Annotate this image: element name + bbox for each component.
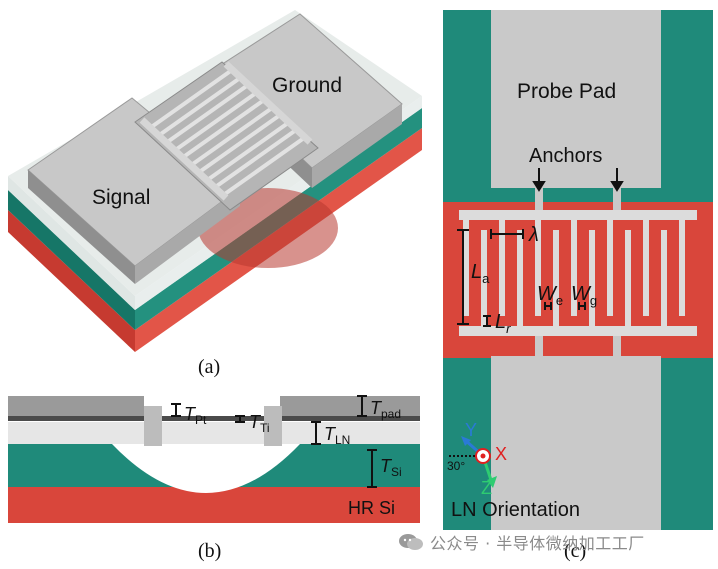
anchors-label: Anchors bbox=[529, 145, 602, 167]
substrate-red-front bbox=[8, 210, 135, 352]
idt-fingers-top-view bbox=[463, 220, 685, 326]
idt-bus-bars bbox=[139, 61, 313, 201]
watermark: 公众号 · 半导体微纳加工工厂 bbox=[398, 528, 645, 556]
axis-z-label: Z bbox=[481, 478, 492, 498]
metal-line bbox=[8, 416, 420, 421]
resonator-membrane bbox=[134, 61, 319, 211]
anchor-arrows bbox=[532, 168, 624, 192]
anchor-right-top bbox=[613, 188, 621, 210]
wechat-icon bbox=[399, 534, 423, 550]
ln-axes bbox=[449, 436, 497, 488]
panel-c-caption: (c) bbox=[564, 540, 587, 562]
panel-b-cross-section: TPt TTi Tpad TLN TSi HR Si bbox=[8, 395, 420, 523]
wg-label: Wg bbox=[571, 283, 597, 308]
panel-a-caption: (a) bbox=[198, 356, 221, 378]
oxide-front bbox=[8, 176, 135, 310]
probe-pad-label: Probe Pad bbox=[517, 80, 616, 103]
cavity bbox=[112, 444, 300, 493]
hr-si-label: HR Si bbox=[348, 498, 395, 518]
signal-pad-side bbox=[135, 188, 240, 284]
t-si-label: TSi bbox=[380, 456, 402, 479]
probe-pad-top bbox=[491, 10, 661, 188]
panel-a-3d-device: Signal Ground bbox=[8, 10, 422, 352]
anchor-left-bottom bbox=[535, 336, 543, 358]
watermark-text: 公众号 · 半导体微纳加工工厂 bbox=[430, 534, 645, 553]
bus-bar-bottom bbox=[459, 326, 697, 336]
ground-label: Ground bbox=[272, 74, 342, 97]
panel-c-top-view: Probe Pad Anchors λ La Lr We Wg Y X Z 30… bbox=[443, 10, 713, 530]
la-label: La bbox=[471, 261, 490, 286]
ground-pad-side bbox=[312, 104, 402, 188]
axis-y-label: Y bbox=[465, 420, 477, 440]
anchor-left-top bbox=[535, 188, 543, 210]
signal-label: Signal bbox=[92, 186, 150, 209]
t-pt-label: TPt bbox=[184, 404, 207, 427]
t-ln-label: TLN bbox=[324, 424, 350, 447]
ti-left bbox=[144, 406, 162, 446]
axis-x-label: X bbox=[495, 444, 507, 464]
lr-label: Lr bbox=[495, 311, 511, 336]
lambda-label: λ bbox=[528, 224, 539, 246]
bus-bar-top bbox=[459, 210, 697, 220]
anchor-right-bottom bbox=[613, 336, 621, 358]
signal-pad-front bbox=[28, 170, 135, 284]
idt-fingers bbox=[148, 68, 306, 198]
t-ti-label: TTi bbox=[249, 412, 270, 435]
t-pad-label: Tpad bbox=[370, 398, 401, 421]
substrate-teal-front bbox=[8, 190, 135, 330]
hr-si-layer bbox=[8, 487, 420, 523]
ln-layer bbox=[8, 422, 420, 444]
ti-right bbox=[264, 406, 282, 446]
probe-pad-bottom bbox=[491, 356, 661, 530]
angle-label: 30° bbox=[447, 459, 465, 473]
we-label: We bbox=[537, 283, 563, 308]
ln-orientation-label: LN Orientation bbox=[451, 499, 580, 521]
panel-b-caption: (b) bbox=[198, 540, 222, 562]
